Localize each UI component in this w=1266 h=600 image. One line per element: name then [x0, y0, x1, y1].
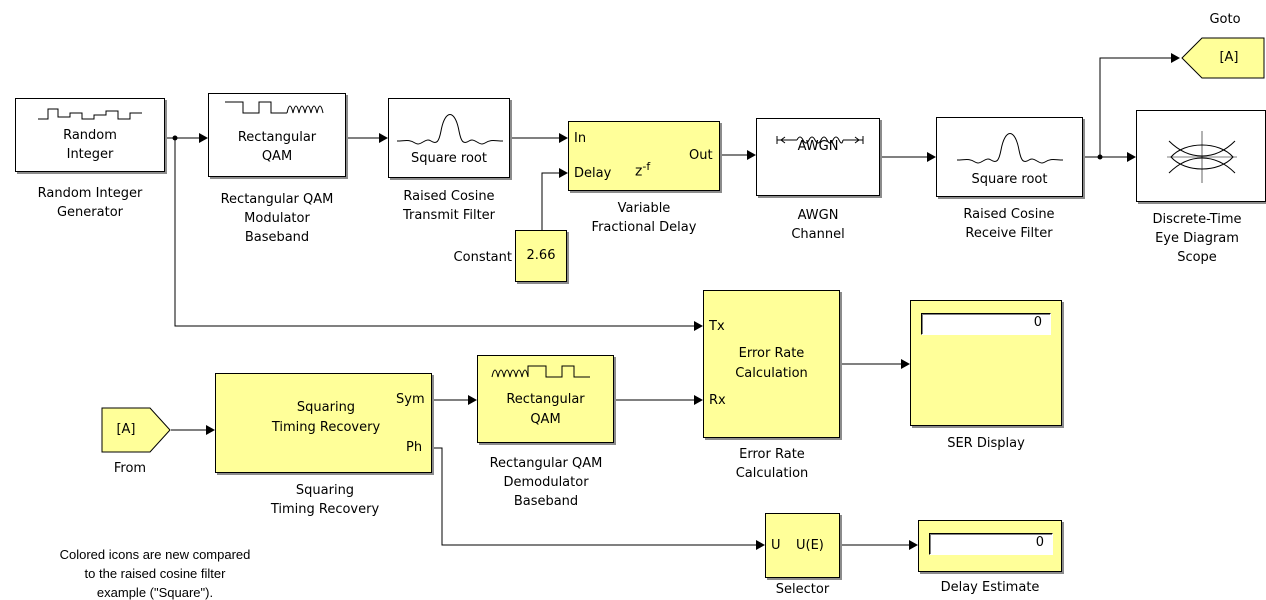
goto-block[interactable]	[1180, 36, 1266, 82]
sinc-pulse-icon	[956, 133, 1064, 164]
error-rate-calculation-label: Error Rate Calculation	[735, 447, 809, 481]
error-rate-icon-line1: Error Rate	[738, 346, 805, 361]
random-integer-icon-line1: Random	[63, 128, 117, 143]
qam-modulator-label: Rectangular QAM Modulator Baseband	[220, 192, 334, 245]
squaring-timing-recovery-block[interactable]: Squaring Timing Recovery Sym Ph	[215, 373, 432, 473]
qam-mod-icon-line1: Rectangular	[237, 130, 317, 145]
delay-estimate-value: 0	[929, 533, 1053, 555]
wire-constant-to-delay	[541, 172, 560, 258]
port-rx: Rx	[709, 393, 726, 408]
arrowhead	[1171, 53, 1180, 63]
qam-demod-waveform-icon	[491, 365, 590, 378]
port-delay: Delay	[574, 166, 612, 181]
wire-rcrx-to-goto	[1099, 57, 1172, 157]
port-in: In	[574, 131, 587, 146]
rc-rx-icon-text: Square root	[971, 172, 1048, 187]
ser-display-value: 0	[921, 313, 1051, 335]
rc-receive-filter-label: Raised Cosine Receive Filter	[963, 207, 1055, 241]
qam-demodulator-label: Rectangular QAM Demodulator Baseband	[489, 456, 603, 509]
arrowhead	[468, 395, 477, 405]
ser-display-label: SER Display	[947, 436, 1025, 451]
branch-point	[1097, 154, 1103, 160]
port-ue: U(E)	[796, 538, 824, 553]
eye-diagram-icon	[1167, 131, 1237, 183]
constant-value: 2.66	[526, 248, 556, 263]
qam-modulator-block[interactable]: Rectangular QAM	[208, 93, 346, 177]
rc-transmit-filter-block[interactable]: Square root	[388, 98, 510, 178]
error-rate-icon-line2: Calculation	[735, 366, 808, 381]
goto-label: Goto	[1209, 12, 1241, 27]
random-integer-waveform-icon	[38, 108, 142, 120]
random-integer-label: Random Integer Generator	[37, 186, 143, 220]
arrowhead	[199, 133, 208, 143]
arrowhead	[559, 168, 568, 178]
qam-demod-icon-line2: QAM	[530, 412, 561, 427]
arrowhead	[206, 425, 215, 435]
arrowhead	[559, 133, 568, 143]
timing-icon-line2: Timing Recovery	[271, 420, 381, 435]
ser-display-block[interactable]: 0	[910, 300, 1062, 426]
branch-point	[172, 135, 178, 141]
from-label: From	[113, 461, 147, 476]
delay-estimate-label: Delay Estimate	[940, 580, 1040, 595]
annotation-note: Colored icons are new compared to the ra…	[59, 547, 251, 600]
squaring-timing-recovery-label: Squaring Timing Recovery	[270, 483, 380, 517]
variable-fractional-delay-block[interactable]: In Delay Out z-f	[568, 121, 720, 191]
qam-demodulator-block[interactable]: Rectangular QAM	[477, 355, 614, 443]
delay-expression: z-f	[635, 160, 651, 180]
eye-diagram-scope-label: Discrete-Time Eye Diagram Scope	[1152, 212, 1242, 265]
arrowhead	[747, 150, 756, 160]
wire-ph-to-selector	[432, 447, 757, 546]
port-sym: Sym	[396, 392, 425, 407]
rc-receive-filter-block[interactable]: Square root	[936, 117, 1083, 197]
qam-demod-icon-line1: Rectangular	[506, 392, 585, 407]
goto-tag: [A]	[1219, 50, 1239, 65]
qam-mod-waveform-icon	[225, 101, 324, 114]
from-block[interactable]	[100, 406, 172, 454]
port-tx: Tx	[709, 319, 725, 334]
eye-diagram-scope-block[interactable]	[1136, 110, 1266, 202]
awgn-channel-block[interactable]: AWGN	[756, 118, 880, 196]
sinc-pulse-icon	[396, 114, 504, 145]
selector-block[interactable]: U U(E)	[765, 513, 840, 578]
port-ph: Ph	[406, 440, 423, 455]
qam-mod-icon-line2: QAM	[261, 149, 293, 164]
awgn-channel-icon	[776, 136, 864, 144]
arrowhead	[901, 359, 910, 369]
arrowhead	[694, 395, 703, 405]
rc-transmit-filter-label: Raised Cosine Transmit Filter	[402, 189, 496, 223]
arrowhead	[1127, 152, 1136, 162]
wire-randint-to-errrate-tx	[174, 138, 695, 327]
constant-block[interactable]: 2.66	[515, 230, 567, 282]
variable-fractional-delay-label: Variable Fractional Delay	[591, 201, 697, 235]
selector-label: Selector	[775, 582, 830, 597]
delay-estimate-block[interactable]: 0	[918, 520, 1062, 572]
arrowhead	[694, 321, 703, 331]
random-integer-block[interactable]: Random Integer	[15, 98, 165, 172]
arrowhead	[756, 540, 765, 550]
awgn-channel-label: AWGN Channel	[791, 208, 845, 242]
rc-tx-icon-text: Square root	[411, 151, 487, 166]
arrowhead	[909, 540, 918, 550]
timing-icon-line1: Squaring	[296, 400, 356, 415]
port-u: U	[771, 538, 781, 553]
arrowhead	[927, 152, 936, 162]
arrowhead	[379, 133, 388, 143]
error-rate-calculation-block[interactable]: Tx Rx Error Rate Calculation	[703, 290, 840, 438]
awgn-icon-text: AWGN	[797, 139, 839, 154]
random-integer-icon-line2: Integer	[66, 147, 114, 162]
from-tag: [A]	[116, 422, 136, 437]
constant-label: Constant	[453, 250, 512, 265]
port-out: Out	[689, 148, 713, 163]
